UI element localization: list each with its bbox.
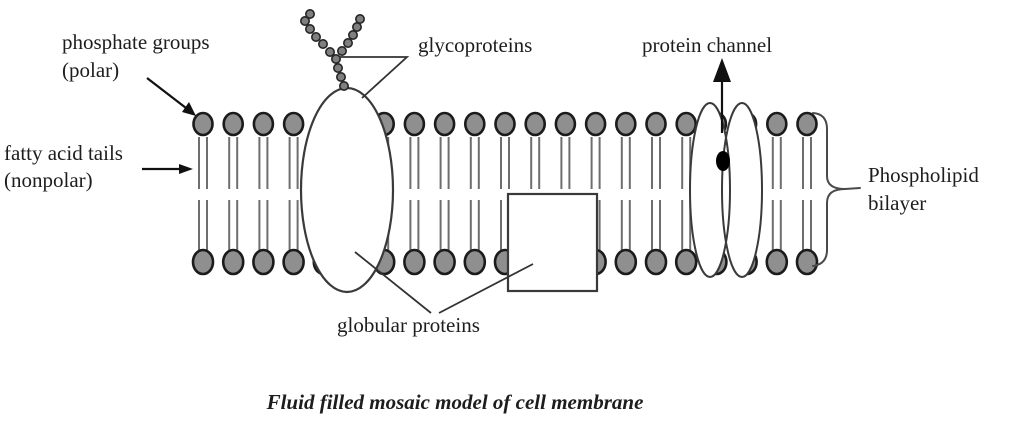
phospholipid-head	[403, 248, 426, 276]
phospholipid-head	[282, 248, 305, 276]
phospholipid-head	[795, 248, 819, 276]
globular-proteins-callout-right	[438, 263, 534, 314]
phospholipid-head	[584, 111, 607, 137]
globular-proteins-callout-left	[354, 251, 432, 314]
globular-protein-square	[506, 192, 599, 293]
glycoproteins-label: glycoproteins	[418, 33, 532, 57]
glycoproteins-callout-line	[339, 56, 410, 99]
phospholipid-head	[645, 111, 667, 137]
phosphate-groups-sublabel: (polar)	[62, 58, 119, 82]
phospholipid-head	[614, 111, 637, 137]
protein-channel-arrow	[713, 58, 731, 133]
phospholipid-head	[644, 248, 668, 276]
phospholipid-head	[614, 248, 638, 276]
globular-proteins-label: globular proteins	[337, 313, 480, 337]
glycoprotein-chain	[299, 9, 365, 92]
phospholipid-head	[765, 248, 789, 276]
phospholipid-head	[524, 111, 547, 137]
phospholipid-head	[463, 111, 486, 137]
phospholipid-head	[674, 248, 698, 276]
phospholipid-head	[222, 111, 244, 137]
diagram-caption: Fluid filled mosaic model of cell membra…	[266, 390, 644, 414]
phospholipid-head	[252, 111, 275, 137]
phospholipid-head	[252, 248, 275, 276]
phospholipid-head	[675, 111, 698, 137]
fatty-acid-label: fatty acid tails	[4, 141, 123, 165]
phospholipid-head	[282, 111, 305, 137]
phospholipid-head	[494, 111, 516, 137]
channel-pore-dot	[716, 151, 730, 171]
phospholipid-head	[796, 111, 818, 137]
phospholipid-head	[433, 111, 456, 137]
bilayer-brace	[812, 112, 861, 267]
phospholipid-head	[191, 248, 215, 276]
phospholipid-head	[403, 111, 426, 137]
bilayer-label-line1: Phospholipid	[868, 163, 979, 187]
phospholipid-head	[765, 111, 788, 137]
phosphate-groups-arrow	[146, 77, 196, 116]
fatty-acid-arrow	[142, 164, 193, 174]
globular-protein-ellipse	[299, 86, 395, 294]
phospholipid-head	[554, 111, 577, 137]
phospholipid-head	[433, 248, 456, 276]
fatty-acid-sublabel: (nonpolar)	[4, 168, 93, 192]
phospholipid-head	[192, 111, 214, 137]
bilayer-label-line2: bilayer	[868, 191, 926, 215]
phosphate-groups-label: phosphate groups	[62, 30, 210, 54]
phospholipid-head	[221, 248, 245, 276]
protein-channel-shape	[689, 102, 763, 278]
protein-channel-label: protein channel	[642, 33, 772, 57]
phospholipid-head	[463, 248, 487, 276]
